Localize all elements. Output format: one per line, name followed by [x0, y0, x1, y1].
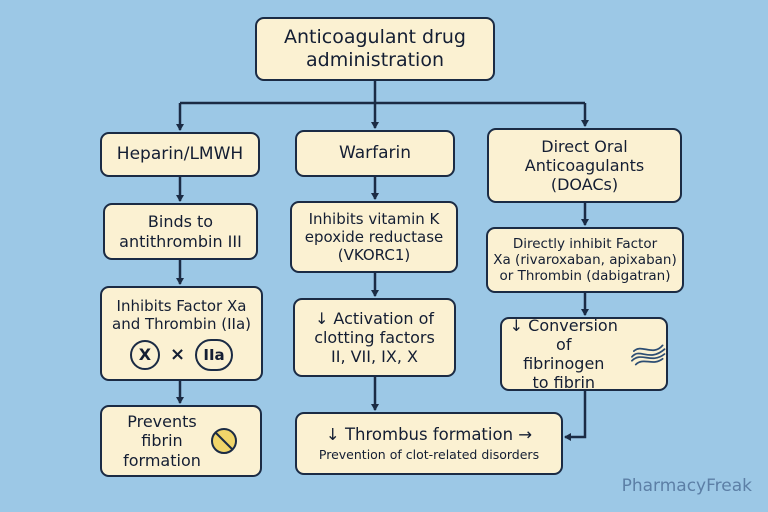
doac-title-line-3: (DOACs): [550, 175, 619, 195]
doac-step-1-line-1: Directly inhibit Factor: [512, 235, 658, 252]
doac-step-2-text: ↓ Conversion of fibrinogen to fibrin: [502, 316, 626, 393]
warfarin-step-1-line-3: (VKORC1): [337, 246, 411, 264]
root-line-2: administration: [305, 49, 444, 71]
warfarin-step-2-line-3: II, VII, IX, X: [331, 347, 418, 367]
doac-step-2-line-3: to fibrin: [532, 373, 596, 393]
brand-watermark: PharmacyFreak: [621, 476, 752, 496]
warfarin-title: Warfarin: [338, 143, 412, 164]
warfarin-step-2-line-1: ↓ Activation of: [314, 308, 435, 328]
heparin-title: Heparin/LMWH: [116, 144, 244, 165]
heparin-step-3-line-2: fibrin: [141, 431, 183, 451]
outcome-line-2: Prevention of clot-related disorders: [318, 447, 540, 463]
arrow-doac-3: [564, 391, 587, 441]
heparin-step-1-line-1: Binds to: [147, 212, 214, 232]
doac-step-2-line-2: fibrinogen: [523, 354, 605, 373]
doac-step-2-box: ↓ Conversion of fibrinogen to fibrin: [500, 316, 668, 393]
doac-step-1-box: Directly inhibit Factor Xa (rivaroxaban,…: [486, 227, 684, 293]
doac-title-line-2: Anticoagulants: [524, 155, 645, 175]
heparin-step-1-line-2: antithrombin III: [119, 231, 242, 251]
thrombin-iia-circle: IIa: [195, 338, 234, 371]
heparin-step-2-line-2: and Thrombin (IIa): [112, 314, 251, 333]
fibrin-strands-icon: [630, 344, 665, 366]
warfarin-title-box: Warfarin: [295, 130, 455, 177]
doac-step-2-line-1: ↓ Conversion of: [509, 315, 618, 354]
outcome-box: ↓ Thrombus formation → Prevention of clo…: [295, 412, 563, 475]
warfarin-step-2-box: ↓ Activation of clotting factors II, VII…: [293, 298, 456, 377]
heparin-step-3-box: Prevents fibrin formation: [100, 405, 262, 477]
root-line-1: Anticoagulant drug: [283, 26, 466, 49]
warfarin-step-1-line-1: Inhibits vitamin K: [308, 210, 440, 228]
factor-xa-circle: X: [129, 339, 160, 370]
heparin-step-2-box: Inhibits Factor Xa and Thrombin (IIa) X …: [100, 286, 263, 381]
warfarin-step-1-box: Inhibits vitamin K epoxide reductase (VK…: [290, 201, 458, 273]
prohibition-icon: [210, 428, 237, 454]
heparin-step-3-line-3: formation: [123, 450, 201, 470]
heparin-step-3-line-1: Prevents: [127, 412, 197, 432]
warfarin-step-2-line-2: clotting factors: [314, 327, 435, 347]
heparin-title-box: Heparin/LMWH: [100, 132, 260, 177]
times-sign: ×: [169, 343, 186, 365]
heparin-step-3-text: Prevents fibrin formation: [123, 412, 201, 470]
root-box: Anticoagulant drug administration: [255, 17, 495, 81]
doac-step-1-line-3: or Thrombin (dabigatran): [499, 268, 671, 285]
doac-title-line-1: Direct Oral: [541, 136, 628, 156]
heparin-step-1-box: Binds to antithrombin III: [103, 203, 258, 260]
doac-title-box: Direct Oral Anticoagulants (DOACs): [487, 128, 682, 203]
heparin-step-2-line-1: Inhibits Factor Xa: [116, 296, 247, 315]
warfarin-step-1-line-2: epoxide reductase: [304, 228, 444, 246]
doac-step-1-line-2: Xa (rivaroxaban, apixaban): [493, 251, 677, 268]
factor-symbols: X × IIa: [129, 338, 234, 371]
outcome-line-1: ↓ Thrombus formation →: [325, 424, 533, 444]
